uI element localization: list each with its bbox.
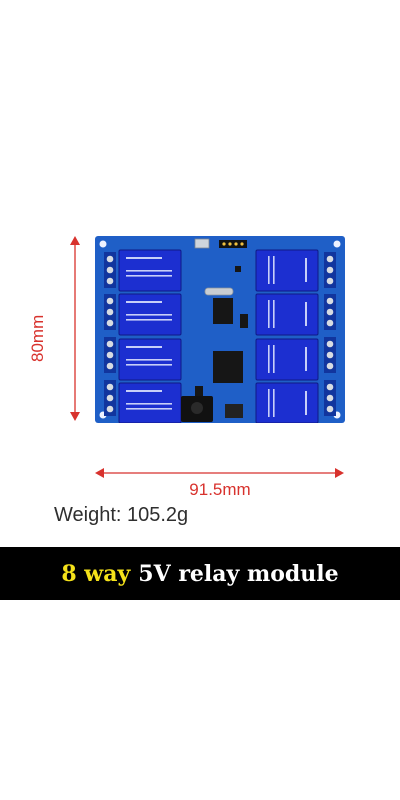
height-dimension-arrow — [70, 236, 80, 421]
width-dimension-arrow — [95, 468, 344, 478]
title-banner: 8 way 5V relay module — [0, 547, 400, 600]
height-label: 80mm — [28, 314, 47, 362]
width-label: 91.5mm — [189, 480, 251, 499]
relay-board-image — [95, 236, 345, 423]
banner-text: 5V relay module — [138, 560, 339, 587]
weight-label: Weight: 105.2g — [54, 504, 189, 526]
banner-highlight-text: 8 way — [61, 560, 131, 587]
